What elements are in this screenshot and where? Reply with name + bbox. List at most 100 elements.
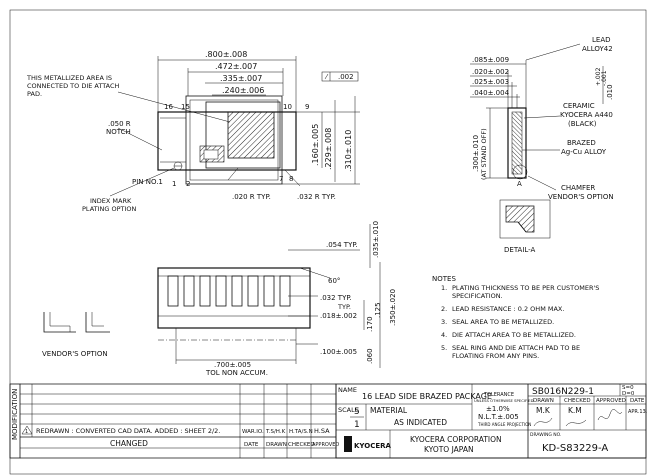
front-view-labels: .054 TYP. .035±.010 .032 TYP. TYP. .018±… — [42, 221, 397, 377]
note-text: SEAL AREA TO BE METALLIZED. — [452, 318, 554, 326]
side-view-labels: .085±.009 .020±.002 .025±.003 .040±.004 … — [472, 36, 614, 254]
note-number: 2. — [441, 305, 447, 313]
sheet-s: S=0 — [622, 385, 634, 391]
hdr-approved: APPROVED — [596, 398, 626, 404]
dim-label: .018±.002 — [320, 312, 357, 320]
hdr-date: DATE — [630, 398, 645, 404]
note-text: SEAL RING AND DIE ATTACH PAD TO BE — [452, 344, 580, 352]
rev-drawn: T.S/H.K — [265, 429, 286, 435]
detail-label: DETAIL-A — [504, 246, 536, 254]
pin-number: 2 — [186, 180, 190, 188]
ceramic-label: KYOCERA A440 — [560, 111, 613, 119]
dim-label: .100±.005 — [320, 348, 357, 356]
col-date: DATE — [244, 442, 259, 448]
notch-label: .050 R — [108, 120, 131, 128]
lead-label: ALLOY42 — [582, 45, 613, 53]
note-text: LEAD RESISTANCE : 0.2 OHM MAX. — [452, 305, 564, 313]
dim-label: .085±.009 — [472, 56, 509, 64]
col-drawn: DRAWN — [266, 442, 287, 448]
lead-slots — [167, 275, 291, 307]
pin-number: 16 — [164, 103, 173, 111]
plan-view — [109, 56, 360, 197]
ceramic-label: CERAMIC — [563, 102, 595, 110]
signature-approved — [597, 409, 623, 421]
note-number: 5. — [441, 344, 447, 352]
dim-label: (AT STAND OFF) — [480, 128, 488, 180]
rev-approved: H.SA — [314, 427, 330, 435]
tolerance-label: TOLERANCE — [483, 392, 514, 398]
name-label: NAME — [338, 386, 357, 394]
part-number: SB016N229-1 — [532, 387, 594, 397]
dim-label: .010 — [606, 84, 614, 100]
scale-num: 5 — [354, 407, 360, 417]
dim-label: .020±.002 — [472, 68, 509, 76]
dim-label: .125 — [374, 302, 382, 318]
pin-number: 8 — [289, 175, 293, 183]
rev-date: WAR.IO. — [242, 429, 264, 435]
angle-label: 60° — [328, 277, 340, 285]
material-label: MATERIAL — [370, 406, 408, 415]
company-name: KYOCERA CORPORATION — [410, 435, 502, 444]
title-block: MODIFICATION 1 REDRAWN : CONVERTED CAD D… — [9, 383, 648, 459]
dim-label: .240±.006 — [222, 86, 264, 95]
dim-label: .040±.004 — [472, 89, 510, 97]
sig-checked: K.M — [568, 406, 582, 415]
index-mark-label: PLATING OPTION — [82, 205, 137, 213]
dim-label: .054 TYP. — [326, 241, 358, 249]
brand-wordmark: KYOCERA — [354, 442, 392, 450]
dim-label: +.002 — [595, 67, 602, 86]
name-value: 16 LEAD SIDE BRAZED PACKAGE — [362, 392, 492, 401]
note-text: PLATING THICKNESS TO BE PER CUSTOMER'S — [452, 284, 599, 292]
rev-text: REDRAWN : CONVERTED CAD DATA. ADDED : SH… — [36, 427, 220, 435]
tolerance-sub: UNLESS OTHERWISE SPECIFIED — [474, 398, 534, 403]
front-view — [43, 224, 381, 368]
brazed-label: Ag-Cu ALLOY — [561, 148, 607, 156]
scale-label: SCALE — [338, 406, 359, 414]
rev-checked: H.TA/S.N — [289, 429, 313, 435]
flatness-value: .002 — [338, 73, 354, 81]
note-text: DIE ATTACH AREA TO BE METALLIZED. — [452, 331, 576, 339]
dim-label: -.001 — [601, 70, 608, 86]
col-approved: APPROVED — [312, 442, 339, 448]
chamfer-label: VENDOR'S OPTION — [548, 193, 614, 201]
note-text: FLOATING FROM ANY PINS. — [452, 352, 539, 360]
pin-number: 7 — [279, 175, 283, 183]
ceramic-label: (BLACK) — [568, 120, 597, 128]
drawing-no-label: DRAWING NO. — [530, 432, 561, 438]
material-value: AS INDICATED — [394, 418, 447, 427]
note-text: SPECIFICATION. — [452, 292, 503, 300]
tolerance-2: N.L.T.±.005 — [478, 413, 519, 421]
col-checked: CHECKED — [288, 442, 315, 448]
radius-label: .020 R TYP. — [232, 193, 271, 201]
vendors-option-label: VENDOR'S OPTION — [42, 350, 108, 358]
changed-label: CHANGED — [110, 439, 148, 448]
notch-label: NOTCH — [106, 128, 131, 136]
tolerance-3: THIRD ANGLE PROJECTION — [477, 422, 531, 427]
sig-drawn: M.K — [536, 406, 551, 415]
note-line: PAD. — [27, 90, 42, 98]
note-line: CONNECTED TO DIE ATTACH — [27, 82, 120, 90]
tolerance-1: ±1.0% — [486, 405, 510, 413]
index-mark-label: INDEX MARK — [90, 197, 132, 205]
modification-label: MODIFICATION — [11, 389, 19, 440]
pin-no-label: PIN NO.1 — [132, 178, 163, 186]
scale-den: 1 — [354, 420, 360, 430]
radius-label: .032 R TYP. — [297, 193, 336, 201]
note-number: 3. — [441, 318, 447, 326]
side-view — [470, 43, 604, 239]
dim-label: TYP. — [337, 303, 351, 311]
hdr-drawn: DRAWN — [533, 398, 554, 404]
dim-label: .032 TYP. — [320, 294, 352, 302]
sheet-d: D=0 — [622, 391, 635, 397]
dim-label: .300±.010 — [472, 135, 480, 172]
dim-label: .472±.007 — [215, 62, 257, 71]
approval-date: APR.13. — [628, 409, 648, 415]
pin-number: 15 — [181, 103, 190, 111]
kyocera-logo: KYOCERA — [344, 436, 392, 452]
note-line: THIS METALLIZED AREA IS — [26, 74, 112, 82]
dim-label: .160±.005 — [311, 124, 320, 166]
pin-number: 10 — [283, 103, 292, 111]
lead-label: LEAD — [592, 36, 611, 44]
dim-label: .800±.008 — [205, 50, 247, 59]
